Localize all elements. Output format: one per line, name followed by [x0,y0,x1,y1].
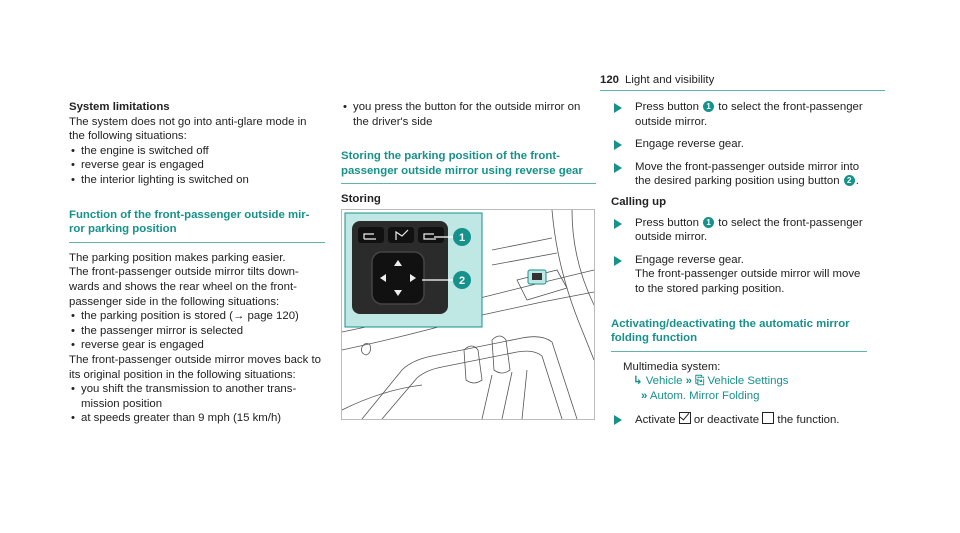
step-text: to select the front-passenger outside mi… [635,101,863,128]
paragraph: The front-passenger outside mirror moves… [69,353,321,381]
step-engage-reverse: Engage reverse gear. [611,137,867,152]
step-arrow-icon [614,140,622,151]
menu-vehicle[interactable]: Vehicle [645,375,683,388]
column-3: Press button 1 to select the front-passe… [611,100,867,427]
step-activate-function: Activate or deactivate the function. [611,411,867,428]
step-arrow-icon [614,414,622,425]
step-select-mirror-recall: Press button 1 to select the front-passe… [611,216,867,245]
list-item: at speeds greater than 9 mph (15 km/h) [69,411,325,426]
menu-separator-icon: » [685,375,692,388]
page-ref-link[interactable]: page 120) [244,310,299,323]
list-item: reverse gear is engaged [69,338,325,353]
checkbox-empty-icon [762,411,775,424]
heading-line: Storing the parking position of the fron… [341,150,560,163]
menu-autom-mirror-folding[interactable]: Autom. Mirror Folding [649,389,760,402]
menu-path: Multimedia system: ↳ Vehicle » ⎘ Vehicle… [611,360,867,404]
step-text: Press button [635,216,703,229]
heading-line: Activating/deactivating the automatic mi… [611,317,850,330]
list-return-continued: you press the button for the outside mir… [341,100,596,129]
step-text: Press button [635,101,703,113]
list-anti-glare: the engine is switched off reverse gear … [69,144,325,188]
step-engage-reverse-recall: Engage reverse gear. The front-passenger … [611,253,867,297]
step-move-mirror: Move the front-passenger outside mirror … [611,160,867,189]
mirror-control-illustration: 1 2 [341,209,595,420]
step-text: Activate [635,413,679,426]
paragraph: The front-passenger outside mirror tilts… [69,266,299,308]
menu-separator-icon: » [641,389,648,402]
step-text: Engage reverse gear. [635,138,744,151]
heading-line: Function of the front-passenger outside … [69,208,310,221]
step-result: The front-passenger outside mirror will … [635,268,861,295]
sub-heading-calling-up: Calling up [611,195,667,208]
header-rule [600,90,885,91]
callout-1-label: 1 [459,232,465,244]
heading-system-limitations: System limitations [69,101,170,113]
checkbox-checked-icon [678,411,691,424]
callout-2-badge [453,271,471,289]
heading-auto-mirror-folding: Activating/deactivating the automatic mi… [611,317,867,352]
page-header: 120 Light and visibility [600,73,885,88]
list-parking-conditions: the parking position is stored (→ page 1… [69,309,325,353]
step-text: the function. [774,413,840,426]
step-text: or deactivate [690,413,763,426]
callout-badge: 2 [843,175,855,187]
step-text: Engage reverse gear. [635,253,744,266]
menu-path-line-1: ↳ Vehicle » ⎘ Vehicle Settings [623,374,867,389]
callout-badge: 1 [703,216,715,228]
heading-line: ror parking position [69,223,177,236]
sub-heading-storing: Storing [341,193,381,206]
list-return-conditions: you shift the transmission to another tr… [69,382,325,426]
submenu-arrow-icon: ↳ [633,375,643,388]
menu-vehicle-settings[interactable]: Vehicle Settings [707,375,789,388]
menu-path-line-2: » Autom. Mirror Folding [623,389,867,404]
callout-badge: 1 [703,101,715,112]
paragraph: The parking position makes parking easie… [69,251,286,264]
step-text: to select the front-passenger outside mi… [635,216,863,244]
callout-1-badge [453,228,471,246]
step-arrow-icon [614,162,622,173]
multimedia-label: Multimedia system: [623,360,721,373]
heading-storing-parking-position: Storing the parking position of the fron… [341,149,596,185]
list-item: you shift the transmission to another tr… [69,382,325,411]
list-item: the parking position is stored (→ page 1… [69,309,325,324]
list-item: you press the button for the outside mir… [341,100,596,129]
list-item: the engine is switched off [69,144,325,159]
step-select-mirror: Press button 1 to select the front-passe… [611,100,867,129]
paragraph-intro: The system does not go into anti-glare m… [69,115,307,143]
page-section-title: Light and visibility [625,74,715,86]
step-text: Move the front-passenger outside mirror … [635,160,860,188]
heading-line: passenger outside mirror using reverse g… [341,164,583,177]
heading-parking-position-function: Function of the front-passenger outside … [69,208,325,243]
door-panel-drawing: 1 2 [341,209,595,420]
page-number: 120 [600,74,620,86]
column-1: System limitations The system does not g… [69,100,325,426]
column-2: you press the button for the outside mir… [341,100,596,207]
step-arrow-icon [614,255,622,266]
vehicle-settings-icon: ⎘ [695,375,705,388]
list-item: reverse gear is engaged [69,158,325,173]
page-ref-arrow-icon: → [232,310,245,323]
list-item: the passenger mirror is selected [69,324,325,339]
step-arrow-icon [614,218,622,229]
callout-2-label: 2 [459,275,465,287]
step-arrow-icon [614,103,622,113]
list-item: the interior lighting is switched on [69,173,325,188]
list-text: the parking position is stored ( [81,310,233,323]
step-text: . [855,175,859,188]
heading-line: folding function [611,332,698,345]
